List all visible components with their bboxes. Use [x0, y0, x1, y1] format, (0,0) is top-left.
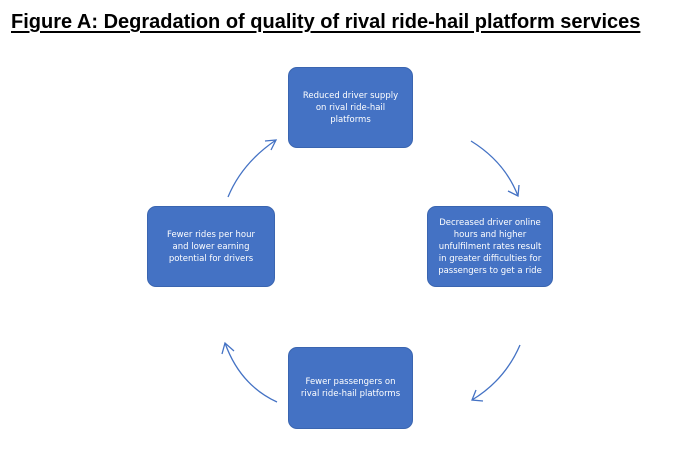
step-text: Fewer passengers on rival ride-hail plat…	[300, 377, 401, 399]
arrow-right-to-bottom	[471, 344, 521, 402]
step-text: Decreased driver online hours and higher…	[438, 217, 542, 276]
arrow-left-to-top	[227, 139, 278, 198]
step-box-fewer-rides: Fewer rides per hour and lower earning p…	[147, 206, 275, 287]
arrow-top-to-right	[470, 140, 520, 198]
step-text: Reduced driver supply on rival ride-hail…	[302, 90, 399, 125]
step-text: Fewer rides per hour and lower earning p…	[167, 229, 255, 264]
arrow-bottom-to-left	[221, 341, 278, 403]
step-box-decreased-online-hours: Decreased driver online hours and higher…	[427, 206, 553, 287]
figure-title: Figure A: Degradation of quality of riva…	[11, 11, 641, 33]
step-box-reduced-driver-supply: Reduced driver supply on rival ride-hail…	[288, 67, 413, 148]
step-box-fewer-passengers: Fewer passengers on rival ride-hail plat…	[288, 347, 413, 429]
